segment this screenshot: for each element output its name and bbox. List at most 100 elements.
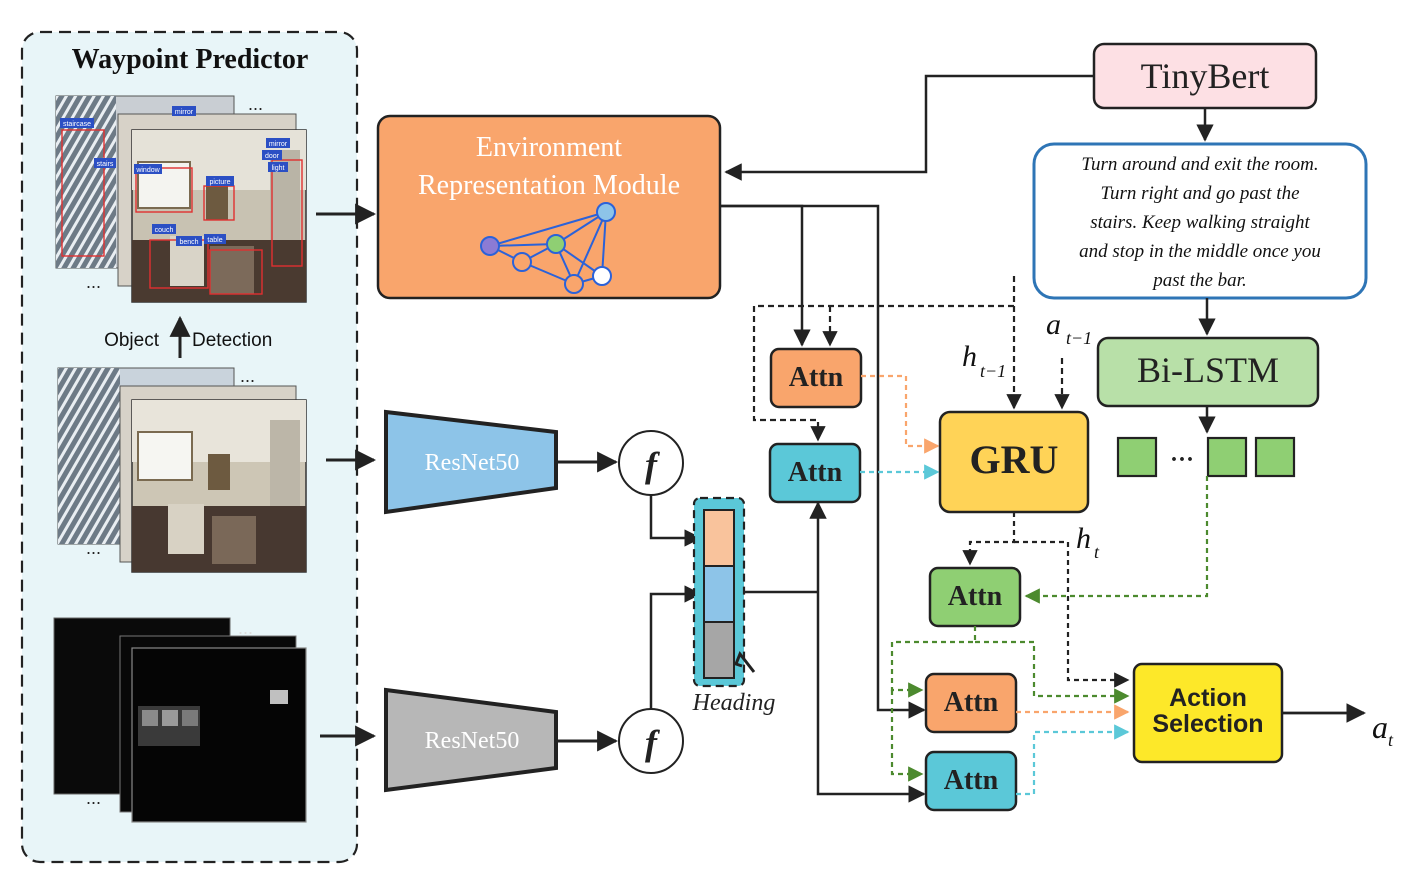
attn-green: Attn xyxy=(928,566,1022,628)
feature-segment-heading xyxy=(703,621,735,679)
object-label: Object xyxy=(104,330,160,351)
gru-box: GRU xyxy=(938,410,1090,514)
state-cell-1 xyxy=(1116,436,1158,478)
dashed-green-to-attn-lower-orange xyxy=(890,626,977,698)
gru-label: GRU xyxy=(970,437,1059,482)
h-t-label: h t xyxy=(1076,522,1100,562)
ellipsis-top-left: ... xyxy=(86,272,101,292)
panel-title: Waypoint Predictor xyxy=(72,44,309,75)
attn-cyan-bottom: Attn xyxy=(924,750,1018,812)
graph-icon xyxy=(480,202,616,294)
a-t-subscript: t xyxy=(1388,730,1394,750)
instruction-box: Turn around and exit the room. Turn righ… xyxy=(1032,142,1368,300)
a-t-symbol: a xyxy=(1372,709,1388,745)
instruction-line-2: Turn right and go past the xyxy=(1101,183,1300,204)
ellipsis-bottom-right: ... xyxy=(238,618,253,638)
dashed-attn-orange-to-gru xyxy=(861,374,940,454)
f-symbol-rgb: f xyxy=(645,445,660,485)
a-t-label: a t xyxy=(1372,709,1394,750)
state-cell-3 xyxy=(1254,436,1296,478)
feature-vector: Heading xyxy=(692,496,776,716)
feature-segment-rgb xyxy=(703,509,735,567)
detection-label: Detection xyxy=(192,330,272,351)
a-prev-label: a t−1 xyxy=(1046,308,1092,348)
h-t-symbol: h xyxy=(1076,522,1091,555)
tag-light: light xyxy=(272,165,285,172)
arrow-erm-to-attn-lower-orange xyxy=(720,204,926,719)
action-selection-box: Action Selection xyxy=(1132,662,1284,764)
dashed-attn-cyan-to-action xyxy=(1016,724,1130,796)
a-prev-subscript: t−1 xyxy=(1066,328,1092,348)
attn-cyan-top: Attn xyxy=(768,442,862,504)
h-prev-label: h t−1 xyxy=(962,340,1006,381)
arrow-f-depth-to-feature xyxy=(649,585,702,709)
tag-mirror: mirror xyxy=(175,109,194,116)
state-ellipsis: ··· xyxy=(1170,447,1194,473)
dashed-green-to-attn-bottom xyxy=(890,690,924,782)
tag-bench: bench xyxy=(179,239,198,246)
h-t-subscript: t xyxy=(1094,542,1100,562)
arrow-f-rgb-to-feature xyxy=(649,495,702,547)
attn-orange-top-label: Attn xyxy=(789,362,844,393)
erm-title-line2: Representation Module xyxy=(418,170,680,201)
resnet-rgb: ResNet50 xyxy=(384,409,558,515)
resnet-depth-label: ResNet50 xyxy=(425,728,520,754)
resnet-rgb-label: ResNet50 xyxy=(425,450,520,476)
state-cell-2 xyxy=(1206,436,1248,478)
depth-image-stack: ... ... xyxy=(53,617,307,823)
dashed-h-prev-to-attn-cyan xyxy=(752,276,1016,442)
h-prev-subscript: t−1 xyxy=(980,361,1006,381)
resnet-depth: ResNet50 xyxy=(384,687,558,793)
arrow-feature-to-attn-bottom xyxy=(816,592,926,803)
ellipsis-mid-right: ... xyxy=(240,366,255,386)
tag-door: door xyxy=(265,153,280,160)
detection-tags: staircase stairs mirror window picture d… xyxy=(60,106,290,246)
tag-table: table xyxy=(207,237,222,244)
f-function-rgb: f xyxy=(618,430,684,496)
f-symbol-depth: f xyxy=(645,723,660,763)
tag-window: window xyxy=(135,167,160,174)
instruction-line-3: stairs. Keep walking straight xyxy=(1090,212,1310,233)
detection-image-stack: staircase stairs mirror window picture d… xyxy=(55,94,307,303)
arrow-tinybert-to-erm xyxy=(724,74,1094,181)
dashed-ht-to-action xyxy=(1014,540,1130,688)
instruction-line-1: Turn around and exit the room. xyxy=(1081,154,1318,175)
dashed-ht-to-attn-green xyxy=(962,512,1016,566)
object-detection-label: Object Detection xyxy=(104,315,272,358)
tinybert-box: TinyBert xyxy=(1092,42,1318,110)
heading-pointer-icon xyxy=(734,651,756,673)
bilstm-box: Bi-LSTM xyxy=(1096,336,1320,408)
instruction-line-4: and stop in the middle once you xyxy=(1079,241,1321,262)
a-prev-symbol: a xyxy=(1046,308,1061,341)
f-function-depth: f xyxy=(618,708,684,774)
erm-title-line1: Environment xyxy=(476,132,622,163)
dashed-bilstm-to-attn-green xyxy=(1024,476,1209,604)
attn-cyan-top-label: Attn xyxy=(788,457,843,488)
tag-staircase: staircase xyxy=(63,121,91,128)
arrow-erm-to-attn-orange xyxy=(720,204,811,347)
ellipsis-bottom-left: ... xyxy=(86,788,101,808)
attn-cyan-bottom-label: Attn xyxy=(944,765,999,796)
tinybert-label: TinyBert xyxy=(1141,56,1270,96)
tag-stairs: stairs xyxy=(97,161,114,168)
attn-orange-lower-label: Attn xyxy=(944,687,999,718)
attn-orange-lower: Attn xyxy=(924,672,1018,734)
attn-green-label: Attn xyxy=(948,581,1003,612)
action-label-line2: Selection xyxy=(1152,710,1263,738)
dashed-green-to-action xyxy=(975,640,1130,704)
ellipsis-mid-left: ... xyxy=(86,538,101,558)
instruction-line-5: past the bar. xyxy=(1151,270,1246,291)
feature-segment-depth xyxy=(703,565,735,623)
heading-label: Heading xyxy=(692,690,776,716)
tag-couch: couch xyxy=(155,227,174,234)
attn-orange-top: Attn xyxy=(769,347,863,409)
environment-representation-module: Environment Representation Module xyxy=(376,114,722,300)
bilstm-states: ··· xyxy=(1116,436,1296,478)
h-prev-symbol: h xyxy=(962,340,977,373)
tag-mirror-2: mirror xyxy=(269,141,288,148)
tag-picture: picture xyxy=(209,179,230,186)
ellipsis-top-right: ... xyxy=(248,94,263,114)
action-label-line1: Action xyxy=(1169,684,1247,712)
